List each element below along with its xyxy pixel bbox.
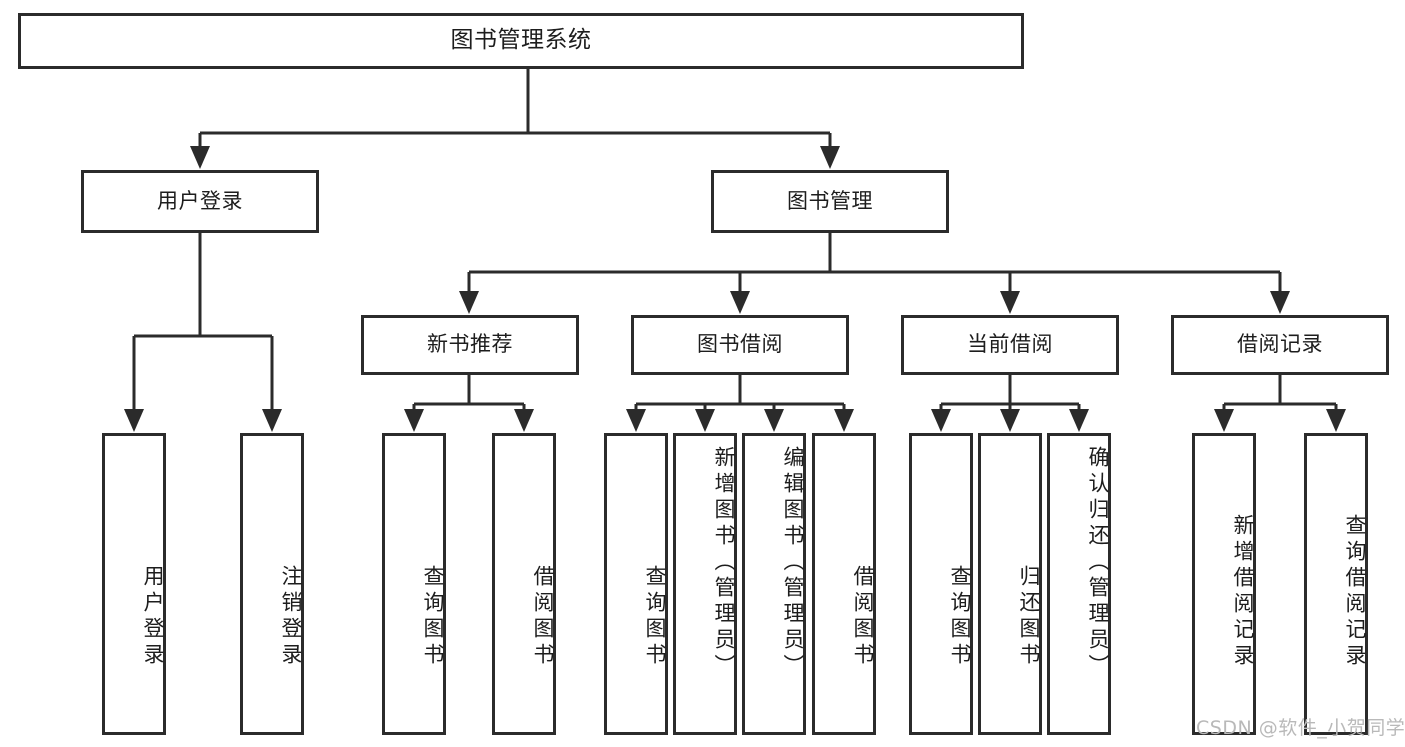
arrow-head-leaf-borrow-book-2 (834, 409, 854, 432)
node-box-book-borrow[interactable] (631, 315, 849, 375)
csdn-watermark: CSDN @软件_小贺同学 (1196, 717, 1405, 739)
arrow-head-leaf-borrow-book-1 (514, 409, 534, 432)
arrow-head-book-borrow (730, 291, 750, 314)
node-box-leaf-logout[interactable] (240, 433, 304, 735)
node-box-borrow-record[interactable] (1171, 315, 1389, 375)
arrow-head-book-manage (820, 146, 840, 169)
connector-current-borrow-to-leaves (939, 373, 1081, 412)
node-box-leaf-borrow-book-2[interactable] (812, 433, 876, 735)
node-box-leaf-add-record[interactable] (1192, 433, 1256, 735)
node-box-book-manage[interactable] (711, 170, 949, 233)
arrow-head-user-login (190, 146, 210, 169)
connector-borrow-record-to-leaves (1222, 373, 1338, 412)
node-box-leaf-query-record[interactable] (1304, 433, 1368, 735)
node-box-leaf-add-book[interactable] (673, 433, 737, 735)
arrow-head-leaf-return-book (1000, 409, 1020, 432)
node-box-new-book-recommend[interactable] (361, 315, 579, 375)
connector-book-borrow-to-leaves (634, 373, 846, 412)
arrow-head-leaf-query-book-3 (931, 409, 951, 432)
arrow-head-leaf-add-record (1214, 409, 1234, 432)
arrow-head-leaf-user-login (124, 409, 144, 432)
node-box-leaf-confirm-return[interactable] (1047, 433, 1111, 735)
node-box-leaf-user-login[interactable] (102, 433, 166, 735)
node-box-leaf-borrow-book-1[interactable] (492, 433, 556, 735)
arrow-head-leaf-add-book (695, 409, 715, 432)
node-box-leaf-query-book-3[interactable] (909, 433, 973, 735)
node-box-leaf-return-book[interactable] (978, 433, 1042, 735)
arrow-head-leaf-query-record (1326, 409, 1346, 432)
node-box-user-login[interactable] (81, 170, 319, 233)
arrow-head-leaf-logout (262, 409, 282, 432)
node-box-leaf-query-book-1[interactable] (382, 433, 446, 735)
arrow-head-current-borrow (1000, 291, 1020, 314)
node-box-root[interactable] (18, 13, 1024, 69)
connector-new-book-recommend-to-leaves (412, 373, 526, 412)
arrow-head-leaf-query-book-1 (404, 409, 424, 432)
connector-user-login-to-leaves (132, 232, 274, 412)
connector-book-manage-to-level3 (467, 232, 1282, 292)
arrow-head-leaf-edit-book (764, 409, 784, 432)
arrow-head-leaf-query-book-2 (626, 409, 646, 432)
node-box-leaf-edit-book[interactable] (742, 433, 806, 735)
arrow-head-borrow-record (1270, 291, 1290, 314)
connector-root-to-level2 (198, 68, 832, 150)
arrow-head-new-book-recommend (459, 291, 479, 314)
arrow-head-leaf-confirm-return (1069, 409, 1089, 432)
node-box-leaf-query-book-2[interactable] (604, 433, 668, 735)
node-box-current-borrow[interactable] (901, 315, 1119, 375)
